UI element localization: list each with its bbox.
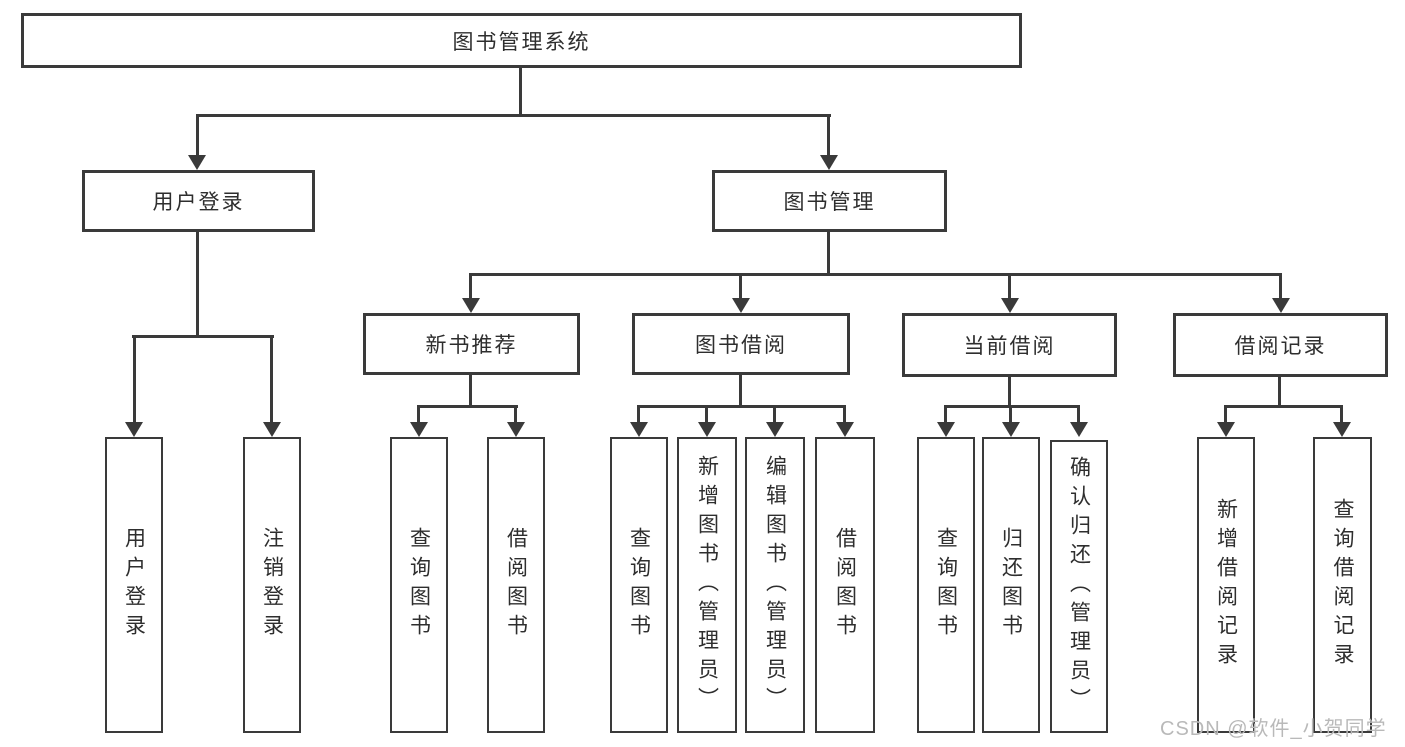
csdn-watermark: CSDN @软件_小贺同学 xyxy=(1160,718,1387,740)
connector-line xyxy=(196,232,199,338)
connector-line xyxy=(417,405,518,408)
arrowhead xyxy=(1001,298,1019,313)
node-new-book-recommend: 新书推荐 xyxy=(363,313,580,375)
connector-line xyxy=(843,405,846,423)
leaf-query-borrow-record: 查询借阅记录 xyxy=(1313,437,1372,733)
arrowhead xyxy=(1333,422,1351,437)
arrowhead xyxy=(820,155,838,170)
connector-line xyxy=(1224,405,1343,408)
arrowhead xyxy=(507,422,525,437)
connector-line xyxy=(519,68,522,117)
connector-line xyxy=(196,114,199,158)
connector-line xyxy=(417,405,420,423)
arrowhead xyxy=(188,155,206,170)
connector-line xyxy=(1008,273,1011,301)
leaf-edit-book-admin: 编辑图书（管理员） xyxy=(745,437,805,733)
arrowhead xyxy=(410,422,428,437)
leaf-logout-login: 注销登录 xyxy=(243,437,301,733)
connector-line xyxy=(270,335,273,423)
connector-line xyxy=(739,375,742,408)
leaf-query-book-current: 查询图书 xyxy=(917,437,975,733)
leaf-borrow-book-recommend: 借阅图书 xyxy=(487,437,545,733)
node-user-login: 用户登录 xyxy=(82,170,315,232)
leaf-return-book: 归还图书 xyxy=(982,437,1040,733)
connector-line xyxy=(944,405,1080,408)
leaf-add-borrow-record: 新增借阅记录 xyxy=(1197,437,1255,733)
node-book-borrow: 图书借阅 xyxy=(632,313,850,375)
arrowhead xyxy=(1272,298,1290,313)
leaf-query-book-borrow: 查询图书 xyxy=(610,437,668,733)
leaf-borrow-book: 借阅图书 xyxy=(815,437,875,733)
connector-line xyxy=(827,114,830,158)
arrowhead xyxy=(1217,422,1235,437)
connector-line xyxy=(514,405,517,423)
arrowhead xyxy=(698,422,716,437)
connector-line xyxy=(469,273,472,301)
arrowhead xyxy=(1070,422,1088,437)
arrowhead xyxy=(462,298,480,313)
arrowhead xyxy=(125,422,143,437)
connector-line xyxy=(1009,405,1012,423)
leaf-query-book-recommend: 查询图书 xyxy=(390,437,448,733)
connector-line xyxy=(705,405,708,423)
connector-line xyxy=(1008,377,1011,408)
arrowhead xyxy=(630,422,648,437)
connector-line xyxy=(944,405,947,423)
connector-line xyxy=(637,405,640,423)
connector-line xyxy=(1340,405,1343,423)
leaf-user-login: 用户登录 xyxy=(105,437,163,733)
arrowhead xyxy=(263,422,281,437)
node-book-management: 图书管理 xyxy=(712,170,947,232)
connector-line xyxy=(827,232,830,276)
connector-line xyxy=(1279,273,1282,301)
leaf-confirm-return-admin: 确认归还（管理员） xyxy=(1050,440,1108,733)
arrowhead xyxy=(732,298,750,313)
connector-line xyxy=(1278,377,1281,408)
connector-line xyxy=(469,375,472,408)
arrowhead xyxy=(937,422,955,437)
connector-line xyxy=(739,273,742,301)
connector-line xyxy=(132,335,274,338)
connector-line xyxy=(773,405,776,423)
connector-line xyxy=(1077,405,1080,423)
connector-line xyxy=(469,273,1282,276)
connector-line xyxy=(1224,405,1227,423)
node-current-borrow: 当前借阅 xyxy=(902,313,1117,377)
arrowhead xyxy=(836,422,854,437)
node-root: 图书管理系统 xyxy=(21,13,1022,68)
node-borrow-records: 借阅记录 xyxy=(1173,313,1388,377)
connector-line xyxy=(196,114,831,117)
connector-line xyxy=(637,405,846,408)
connector-line xyxy=(133,335,136,423)
leaf-add-book-admin: 新增图书（管理员） xyxy=(677,437,737,733)
arrowhead xyxy=(766,422,784,437)
arrowhead xyxy=(1002,422,1020,437)
